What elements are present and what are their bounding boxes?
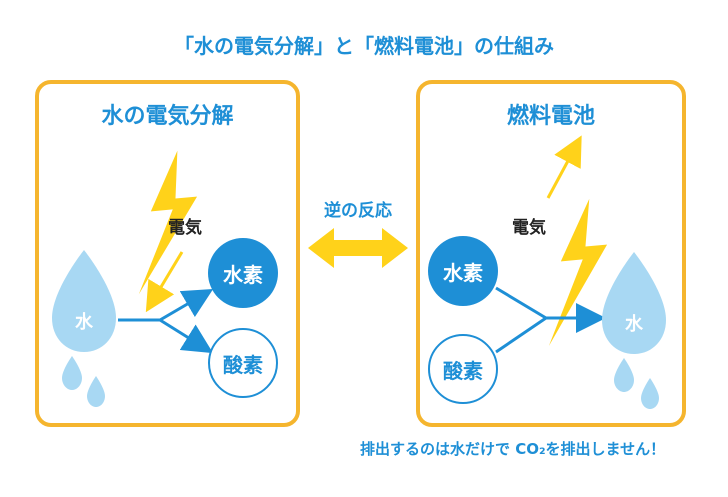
small-drop-icon [641,378,659,409]
left-hydrogen-circle: 水素 [208,238,278,308]
split-arrow-icon [159,318,214,354]
right-hydrogen-circle: 水素 [428,236,498,306]
right-electricity-label: 電気 [512,218,546,238]
water-drop-icon [52,250,116,352]
electricity-arrow-icon [546,135,582,199]
electricity-arrow-icon [145,251,184,313]
water-drop-icon [602,252,666,354]
right-panel-title: 燃料電池 [506,104,595,129]
right-oxygen-circle: 酸素 [428,334,498,404]
lightning-bolt-icon [135,147,199,301]
left-oxygen-circle: 酸素 [208,328,278,398]
left-electricity-label: 電気 [168,218,202,238]
small-drop-icon [614,358,634,392]
small-drop-icon [87,376,105,407]
right-panel-frame [416,80,686,427]
merge-arrow-icon [495,303,606,354]
left-panel-title: 水の電気分解 [101,104,234,129]
merge-arrow-icon [495,286,547,320]
small-drop-icon [62,356,82,390]
page-title: 「水の電気分解」と「燃料電池」の仕組み [174,34,554,58]
double-arrow-icon [308,228,408,268]
footer-note: 排出するのは水だけで CO₂を排出しません！ [360,440,666,458]
left-water-label: 水 [75,312,93,333]
lightning-bolt-icon [545,195,609,353]
reverse-reaction-label: 逆の反応 [324,201,392,221]
left-panel-frame [35,80,300,427]
right-water-label: 水 [625,314,643,335]
